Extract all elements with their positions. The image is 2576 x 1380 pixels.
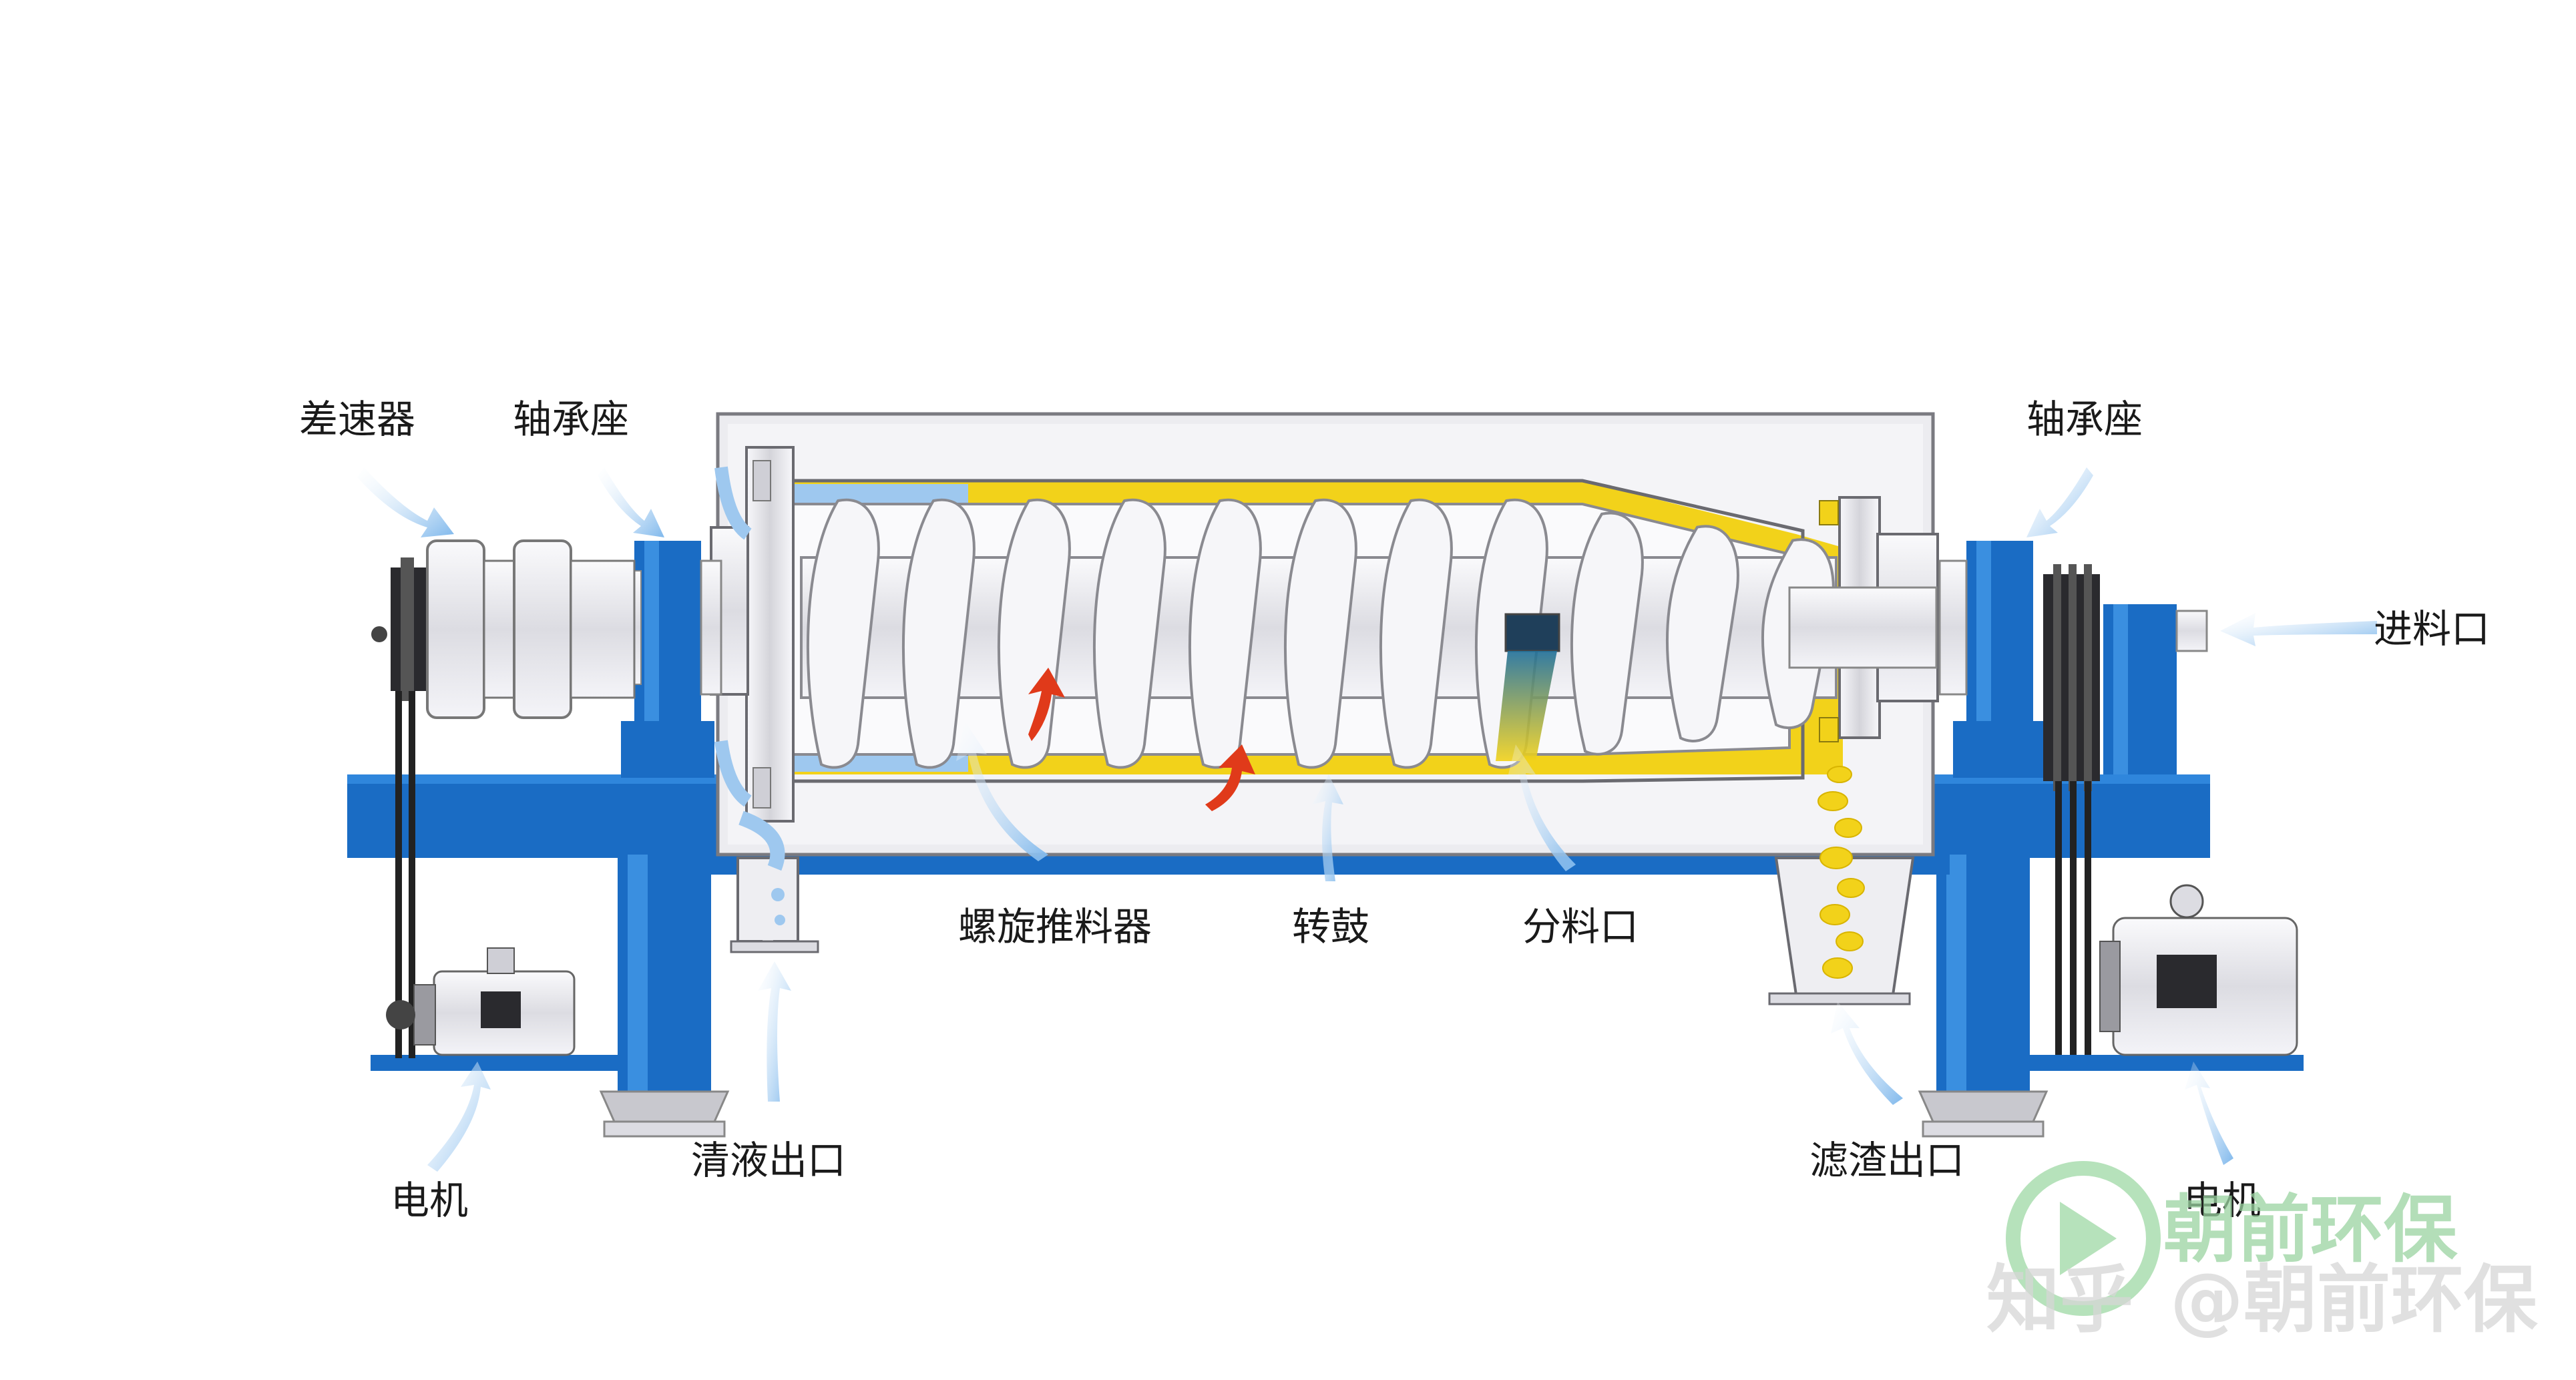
screw-flight	[1379, 498, 1453, 769]
feed-pipe	[1788, 586, 1938, 669]
screw-flight	[1665, 525, 1739, 742]
label-residue-outlet: 滤渣出口	[1809, 1138, 1964, 1183]
arrow-motor-right	[2185, 1062, 2233, 1165]
watermark-brand: 朝前环保	[2163, 1187, 2458, 1273]
label-motor-left: 电机	[391, 1178, 468, 1223]
screw-flight	[997, 498, 1071, 769]
arrow-distributor	[1507, 744, 1576, 871]
label-drum: 转鼓	[1292, 904, 1369, 949]
bearing-seat-right	[1938, 541, 2047, 778]
motor-shelf-right	[2030, 1055, 2304, 1071]
arrow-residue	[1831, 1001, 1903, 1105]
motor-shelf-left	[371, 1055, 618, 1071]
flow-arrow-icon	[1205, 744, 1255, 811]
screw-flight	[1092, 498, 1166, 769]
label-feed-inlet: 进料口	[2374, 606, 2490, 652]
residue-chute	[1768, 766, 1915, 1005]
screw-flight	[1570, 511, 1644, 756]
label-clear-liquid-outlet: 清液出口	[691, 1138, 846, 1183]
watermark-handle: @朝前环保	[2170, 1257, 2538, 1343]
motor-icon	[2099, 884, 2298, 1056]
label-distributor: 分料口	[1522, 904, 1639, 949]
label-screw-conveyor: 螺旋推料器	[958, 904, 1152, 949]
watermark: 朝前环保 知乎 @朝前环保	[1986, 1161, 2538, 1343]
label-motor-right: 电机	[2183, 1178, 2261, 1223]
arrow-bearing-right	[2026, 467, 2093, 537]
clear-liquid-chute	[730, 811, 819, 953]
feed-inlet-housing	[2103, 604, 2208, 774]
pulley-icon	[2043, 564, 2100, 1055]
play-icon	[2060, 1202, 2117, 1275]
watermark-site: 知乎	[1986, 1257, 2133, 1343]
screw-flight	[806, 498, 880, 769]
arrow-screw-conveyor	[956, 721, 1048, 861]
left-flange	[710, 446, 795, 823]
label-bearing-left: 轴承座	[513, 397, 629, 442]
bearing-seat-left	[621, 541, 722, 778]
screw-flight	[901, 498, 976, 769]
arrow-clear-liquid	[758, 961, 791, 1102]
arrow-differential	[357, 467, 454, 537]
arrow-feed-inlet	[2220, 613, 2377, 646]
distributor-opening	[1496, 613, 1560, 761]
arrow-motor-left	[427, 1062, 491, 1172]
screw-flight	[1283, 498, 1357, 769]
label-bearing-right: 轴承座	[2026, 397, 2143, 442]
arrow-bearing-left	[598, 467, 664, 537]
arrow-drum	[1312, 774, 1343, 881]
label-differential: 差速器	[299, 397, 415, 442]
belt-drive-left	[395, 691, 415, 1058]
flow-arrow-icon	[1028, 668, 1065, 741]
motor-icon	[386, 947, 576, 1056]
differential-gearbox	[371, 539, 636, 719]
watermark-logo-icon	[2006, 1161, 2161, 1316]
